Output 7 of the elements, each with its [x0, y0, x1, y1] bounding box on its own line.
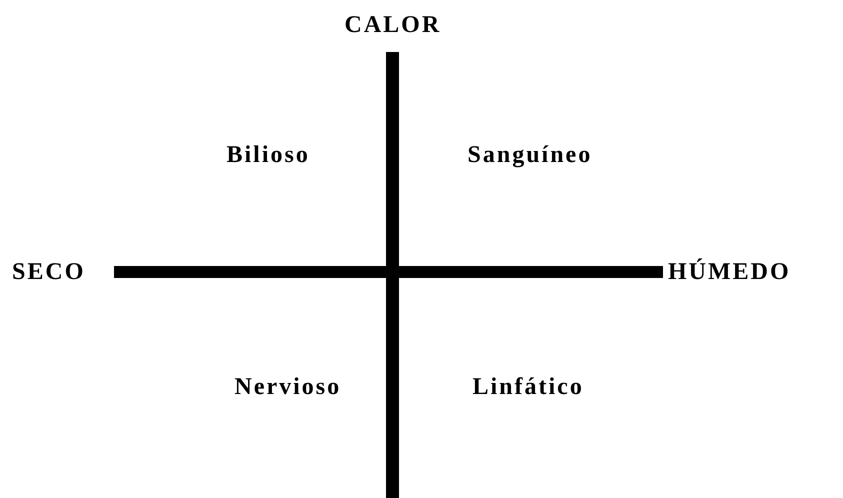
- axis-label: CALOR: [344, 11, 442, 39]
- axis-label: SECO: [12, 258, 86, 286]
- quadrant-label: Sanguíneo: [468, 141, 592, 169]
- axis-label: HÚMEDO: [668, 258, 791, 286]
- quadrant-label: Nervioso: [234, 373, 342, 401]
- quadrant-label: Linfático: [472, 373, 584, 401]
- quadrant-label: Bilioso: [226, 141, 310, 169]
